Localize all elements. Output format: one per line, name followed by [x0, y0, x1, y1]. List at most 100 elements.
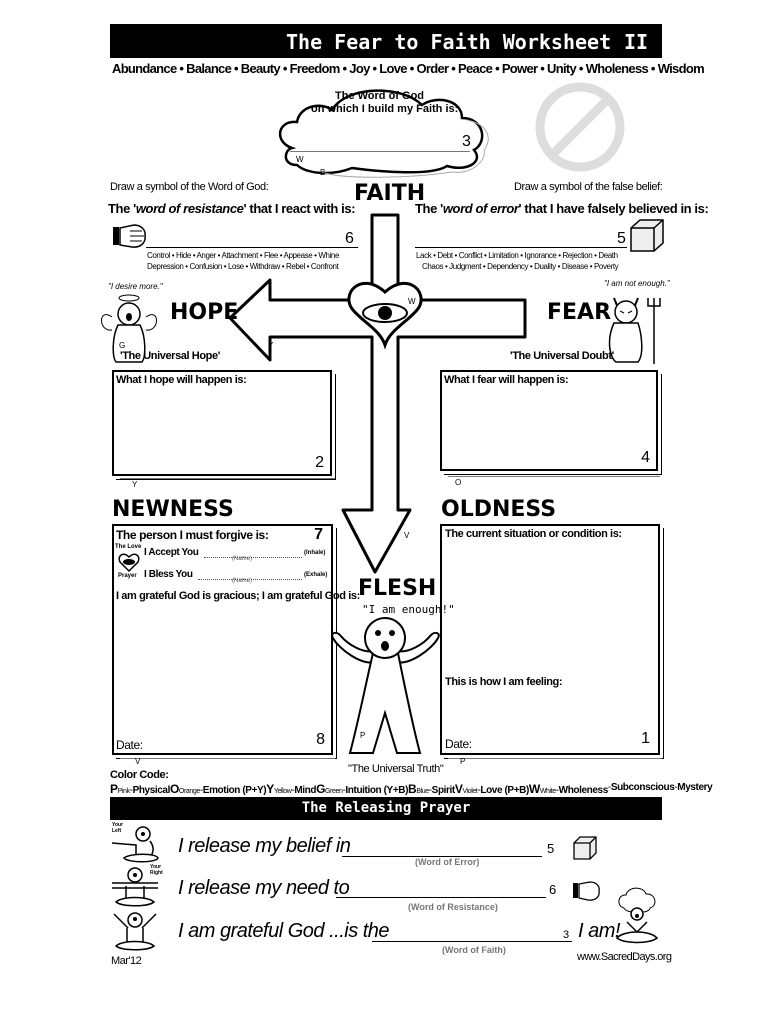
meditating-figure-left-icon [111, 826, 159, 863]
hope-y2: Y [132, 480, 138, 489]
universal-doubt: 'The Universal Doubt' [510, 350, 614, 362]
cube-icon [630, 219, 664, 252]
prayer-line-3: I am grateful God ...is the [178, 920, 390, 942]
flesh-quote: "I am enough!" [362, 603, 455, 616]
resistance-pre: The ' [108, 201, 136, 216]
exhale-label: (Exhale) [304, 572, 328, 578]
prayer-answer-line-2[interactable] [336, 897, 546, 898]
prayer-number-1: 5 [547, 841, 555, 856]
draw-word-of-god-label: Draw a symbol of the Word of God: [110, 181, 269, 193]
error-pre: The ' [415, 201, 443, 216]
prayer-answer-line-3[interactable] [372, 941, 572, 942]
bless-name-line[interactable] [198, 579, 302, 580]
hope-y: Y [268, 341, 274, 350]
prayer-answer-line-1[interactable] [342, 856, 542, 857]
color-code-title: Color Code: [110, 769, 169, 781]
accept-label: I Accept You [144, 547, 199, 558]
center-v: V [404, 531, 410, 540]
resistance-answer-line[interactable] [146, 247, 358, 248]
prayer-sub-1: (Word of Error) [415, 857, 480, 867]
fear-underline [448, 476, 660, 477]
newness-v: V [135, 757, 141, 766]
fist-icon-small [573, 881, 600, 901]
resistance-list-2: Depression • Confusion • Lose • Withdraw… [147, 262, 339, 271]
footer-website[interactable]: www.SacredDays.org [577, 951, 672, 963]
faith-label: FAITH [354, 181, 426, 206]
hope-box[interactable]: What I hope will happen is: 2 [112, 370, 332, 476]
accept-name-hint: (Name) [232, 556, 253, 562]
newness-box[interactable]: The person I must forgive is: 7 The Love… [112, 524, 360, 755]
forgive-number: 7 [314, 526, 323, 543]
your-right-label: Your Right [150, 864, 163, 876]
oldness-number: 1 [641, 730, 650, 747]
prayer-number-2: 6 [549, 882, 557, 897]
color-code-item: -Mystery [674, 782, 713, 793]
prayer-title: The Releasing Prayer [301, 800, 471, 816]
prayer-title-bar: The Releasing Prayer [110, 797, 662, 820]
your-left-label: Your Left [112, 822, 124, 834]
color-code-item: WWhite-Wholeness [528, 782, 608, 796]
hope-g: G [119, 341, 126, 350]
newness-date: Date: [116, 738, 143, 752]
fear-box[interactable]: What I fear will happen is: 4 [440, 370, 658, 471]
accept-name-line[interactable] [204, 557, 302, 558]
resistance-post: ' that I react with is: [243, 201, 356, 216]
color-code-item: VViolet-Love (P+B) [454, 782, 529, 796]
human-figure-icon [331, 617, 440, 754]
color-code-item: YYellow-Mind [266, 782, 317, 796]
error-post: ' that I have falsely believed in is: [518, 201, 709, 216]
cross-arrow-diagram [228, 213, 527, 574]
color-code-item: OOrange-Emotion (P+Y) [169, 782, 267, 796]
resistance-number: 6 [345, 230, 354, 247]
error-em: word of error [442, 201, 519, 216]
color-code-item: BBlue-Spirit [408, 782, 455, 796]
bless-label: I Bless You [144, 569, 193, 580]
page-title: The Fear to Faith Worksheet [286, 30, 612, 54]
meditating-figure-arms-out-icon [112, 867, 158, 907]
grateful-label: I am grateful God is gracious; I am grat… [116, 590, 360, 602]
draw-false-belief-label: Draw a symbol of the false belief: [514, 181, 663, 193]
heart-eye-icon [118, 553, 140, 572]
cloud-line1: The Word of God [335, 90, 425, 102]
flesh-label: FLESH [358, 576, 437, 601]
angel-icon [101, 294, 157, 363]
fear-box-label: What I fear will happen is: [444, 374, 569, 386]
hope-quote: "I desire more." [108, 282, 163, 291]
bless-name-hint: (Name) [232, 578, 253, 584]
prayer-sub-3: (Word of Faith) [442, 945, 506, 955]
prohibit-icon [535, 82, 625, 172]
oldness-p: P [460, 757, 466, 766]
error-answer-line[interactable] [415, 247, 627, 248]
values-list: Abundance • Balance • Beauty • Freedom •… [112, 61, 705, 76]
inhale-label: (Inhale) [304, 550, 326, 556]
cloud-w: W [296, 155, 304, 164]
cloud-answer-line[interactable] [290, 151, 470, 152]
feeling-label: This is how I am feeling: [445, 676, 563, 688]
cloud-shape [279, 89, 489, 178]
title-bar: The Fear to Faith Worksheet II [110, 24, 662, 58]
color-code-item: PPink-Physical [110, 782, 170, 796]
newness-label: NEWNESS [112, 497, 234, 522]
fear-number: 4 [641, 449, 650, 466]
love-prayer-bottom: Prayer [118, 573, 137, 579]
cloud-line2: on which I build my Faith is: [311, 103, 459, 115]
flesh-p: P [360, 731, 366, 740]
cube-icon-small [573, 836, 597, 860]
oldness-box[interactable]: The current situation or condition is: T… [440, 524, 660, 755]
cloud-number: 3 [462, 133, 471, 150]
oldness-date: Date: [445, 737, 472, 751]
hope-label: HOPE [170, 300, 239, 325]
fear-quote: "I am not enough." [604, 279, 670, 288]
newness-number: 8 [316, 731, 325, 748]
resistance-heading: The 'word of resistance' that I react wi… [108, 201, 356, 216]
meditating-figure-cloud-icon [615, 887, 659, 944]
prayer-line-1: I release my belief in [178, 835, 351, 857]
situation-label: The current situation or condition is: [445, 528, 622, 540]
color-code-item: -Subconscious [607, 782, 675, 793]
error-list-1: Lack • Debt • Conflict • Limitation • Ig… [416, 251, 618, 260]
devil-icon [608, 297, 661, 364]
universal-truth: "The Universal Truth" [348, 763, 444, 775]
love-prayer-top: The Love [115, 544, 142, 550]
fear-o: O [455, 478, 462, 487]
prayer-line-2: I release my need to [178, 877, 350, 899]
